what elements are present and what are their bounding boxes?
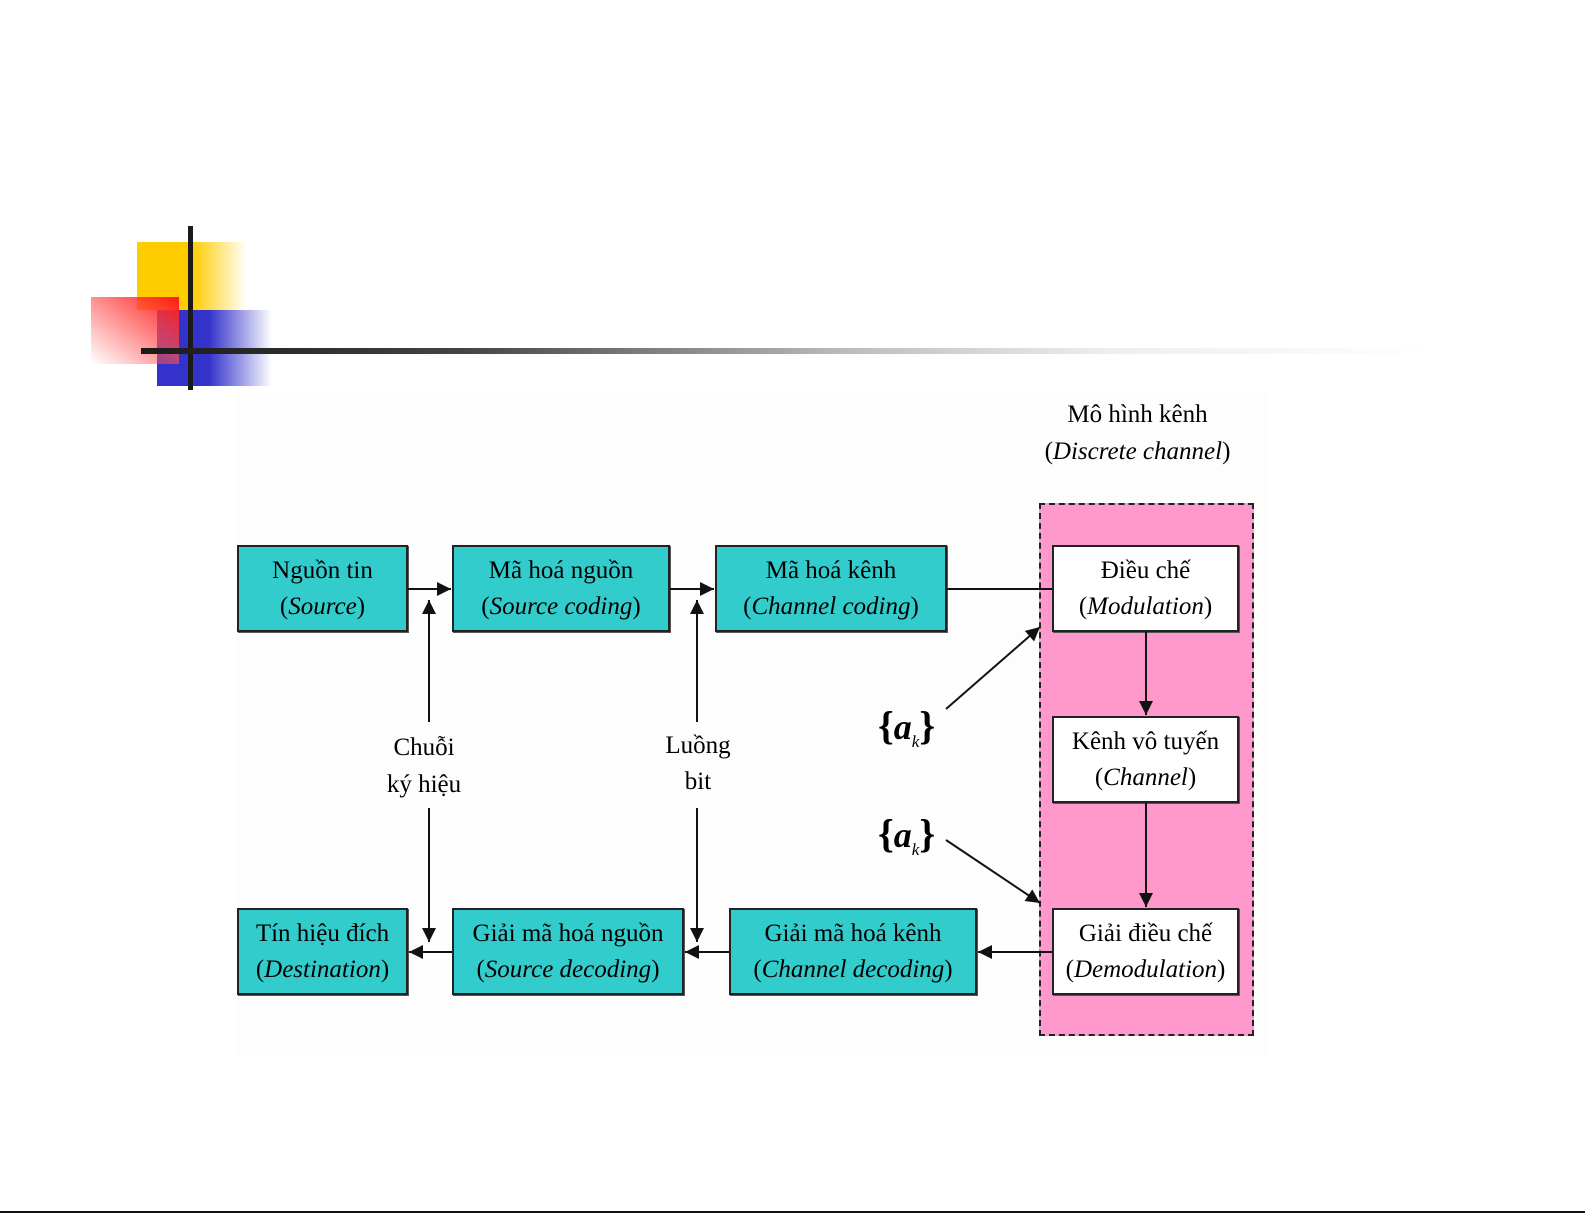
symbol-stream-label: Chuỗi ký hiệu [364,729,484,803]
channel-region-title: Mô hình kênh (Discrete channel) [1030,396,1245,470]
block-destination-vi: Tín hiệu đích [255,919,390,947]
title-underline [141,348,1431,354]
bit-stream-label: Luồng bit [638,728,758,800]
block-channel-en: (Channel) [1094,763,1197,791]
symbol-stream-label-line2: ký hiệu [386,771,462,798]
block-channel-coding-en-text: Channel coding [751,592,911,620]
block-destination-en-text: Destination [264,955,381,983]
block-channel[interactable]: Kênh vô tuyến (Channel) [1052,716,1239,803]
channel-region-title-en: (Discrete channel) [1044,438,1231,465]
block-channel-en-text: Channel [1103,763,1188,791]
block-source-coding-en-text: Source coding [489,592,633,620]
block-channel-coding-en: (Channel coding) [743,592,919,620]
output-symbol-ak: {ak} [878,814,935,870]
symbol-stream-label-line1: Chuỗi [393,734,455,761]
output-symbol-base: a [893,815,912,855]
block-source-coding[interactable]: Mã hoá nguồn (Source coding) [452,545,670,632]
block-source-decoding-vi: Giải mã hoá nguồn [472,919,664,947]
block-source-vi: Nguồn tin [272,556,373,584]
block-source-en-text: Source [288,592,357,620]
channel-region-title-en-text: Discrete channel [1052,438,1223,465]
output-symbol-open-brace: { [878,811,894,856]
block-demodulation-vi: Giải điều chế [1078,919,1213,947]
input-symbol-ak: {ak} [878,706,935,762]
block-destination-en: (Destination) [255,955,390,983]
block-source-decoding-en: (Source decoding) [476,955,660,983]
block-destination[interactable]: Tín hiệu đích (Destination) [237,908,408,995]
block-channel-coding-vi: Mã hoá kênh [765,556,897,584]
block-demodulation-en-text: Demodulation [1073,955,1218,983]
block-channel-decoding[interactable]: Giải mã hoá kênh (Channel decoding) [729,908,977,995]
block-channel-coding[interactable]: Mã hoá kênh (Channel coding) [715,545,947,632]
block-demodulation-en: (Demodulation) [1065,955,1226,983]
output-symbol-sub: k [911,840,920,859]
block-channel-decoding-en: (Channel decoding) [753,955,953,983]
block-channel-vi: Kênh vô tuyến [1071,727,1220,755]
block-channel-decoding-en-text: Channel decoding [761,955,945,983]
block-source-decoding-en-text: Source decoding [484,955,652,983]
slide-bottom-rule [0,1211,1585,1213]
block-source-coding-en: (Source coding) [481,592,641,620]
channel-region-title-vi: Mô hình kênh [1067,401,1208,428]
bit-stream-label-line1: Luồng [665,732,731,759]
decor-vertical-bar [188,226,193,390]
output-symbol-close-brace: } [919,811,936,856]
block-modulation-vi: Điều chế [1100,556,1191,584]
input-symbol-open-brace: { [878,703,894,748]
block-channel-decoding-vi: Giải mã hoá kênh [764,919,942,947]
block-source-en: (Source) [279,592,366,620]
block-demodulation[interactable]: Giải điều chế (Demodulation) [1052,908,1239,995]
block-modulation-en-text: Modulation [1087,592,1204,620]
input-symbol-base: a [893,707,912,747]
block-source[interactable]: Nguồn tin (Source) [237,545,408,632]
block-source-coding-vi: Mã hoá nguồn [488,556,634,584]
block-modulation-en: (Modulation) [1078,592,1213,620]
bit-stream-label-line2: bit [684,768,712,795]
block-modulation[interactable]: Điều chế (Modulation) [1052,545,1239,632]
input-symbol-close-brace: } [919,703,936,748]
block-source-decoding[interactable]: Giải mã hoá nguồn (Source decoding) [452,908,684,995]
input-symbol-sub: k [911,732,920,751]
